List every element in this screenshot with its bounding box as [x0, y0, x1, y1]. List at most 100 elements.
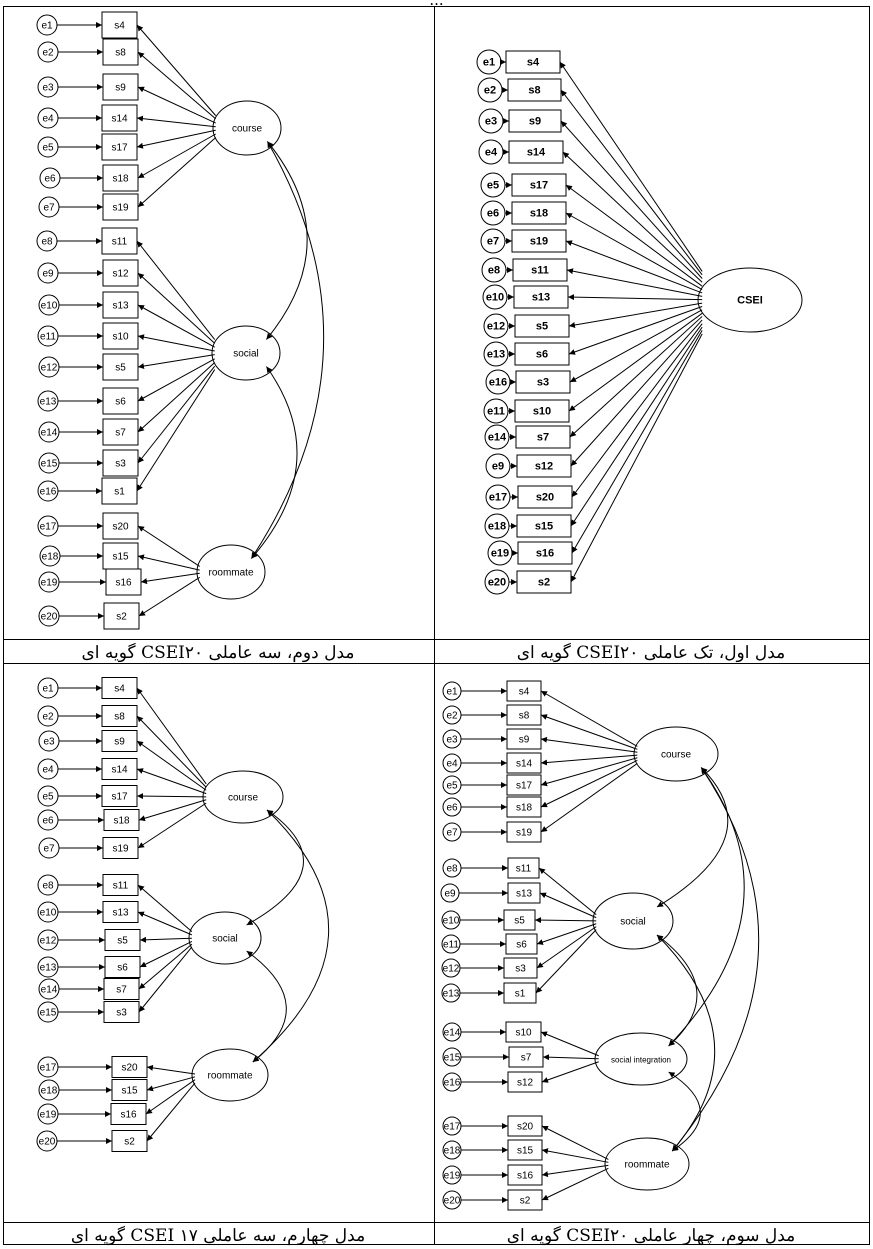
- indicator-label: s17: [111, 143, 128, 154]
- indicator-label: s17: [111, 792, 128, 803]
- indicator-label: s18: [113, 816, 130, 827]
- loading-arrow: [572, 324, 702, 497]
- error-label: e20: [488, 577, 506, 589]
- loading-arrow: [139, 947, 192, 1012]
- error-label: e2: [42, 712, 54, 723]
- indicator-label: s15: [121, 1086, 138, 1097]
- loading-arrow: [138, 885, 192, 932]
- error-label: e10: [40, 908, 57, 919]
- indicator-label: s3: [116, 1008, 127, 1019]
- sem-panel-4: coursesocialsocial integrationroommatee1…: [441, 681, 759, 1210]
- loading-arrow: [563, 152, 702, 282]
- covariance-curve: [672, 768, 758, 1152]
- error-label: e8: [446, 864, 458, 875]
- indicator-label: s1: [114, 487, 125, 498]
- indicator-label: s10: [533, 406, 551, 418]
- error-label: e13: [40, 397, 57, 408]
- indicator-label: s7: [115, 428, 126, 439]
- loading-arrow: [571, 320, 702, 466]
- indicator-label: s9: [519, 735, 530, 746]
- caption-panel-4: مدل سوم، چهار عاملی CSEI۲۰ گویه ای: [507, 1225, 796, 1246]
- loading-arrow: [137, 688, 206, 784]
- factor-label: CSEI: [737, 295, 763, 307]
- loading-arrow: [137, 716, 206, 787]
- indicator-label: s9: [529, 116, 541, 128]
- sem-panel-1: coursesocialroommatee1s4e2s8e3s9e4s14e5s…: [37, 12, 324, 629]
- error-label: e13: [40, 963, 57, 974]
- indicator-label: s2: [124, 1137, 135, 1148]
- indicator-label: s13: [516, 889, 533, 900]
- indicator-label: s19: [112, 844, 129, 855]
- indicator-s5: e12s5: [39, 354, 215, 380]
- error-label: e20: [39, 1137, 56, 1148]
- indicator-label: s1: [515, 989, 526, 1000]
- indicator-label: s6: [115, 397, 126, 408]
- indicator-label: s14: [527, 147, 546, 159]
- error-label: e3: [485, 116, 497, 128]
- indicator-label: s4: [114, 21, 125, 32]
- indicator-s17: e5 s17: [38, 786, 206, 807]
- covariance-curve: [657, 768, 728, 908]
- error-label: e16: [444, 1078, 461, 1089]
- loading-arrow: [570, 316, 702, 437]
- error-label: e17: [444, 1122, 461, 1133]
- indicator-label: s4: [519, 687, 530, 698]
- indicator-label: s3: [537, 377, 549, 389]
- loading-arrow: [541, 760, 637, 807]
- loading-arrow: [541, 715, 637, 749]
- loading-arrow: [138, 526, 200, 566]
- loading-arrow: [138, 305, 215, 347]
- indicator-label: s9: [115, 83, 126, 94]
- loading-arrow: [138, 273, 215, 343]
- loading-arrow: [137, 370, 215, 491]
- error-label: e5: [42, 143, 54, 154]
- indicator-label: s15: [535, 521, 553, 533]
- indicator-label: s12: [535, 461, 553, 473]
- loading-arrow: [540, 893, 596, 918]
- indicator-label: s2: [520, 1196, 531, 1207]
- error-label: e3: [43, 737, 55, 748]
- error-label: e6: [44, 174, 56, 185]
- loading-arrow: [569, 313, 702, 411]
- indicator-label: s16: [536, 548, 554, 560]
- factor-roommate: roommate: [192, 1049, 268, 1101]
- error-label: e7: [487, 236, 499, 248]
- loading-arrow: [137, 130, 216, 147]
- error-label: e4: [485, 147, 498, 159]
- error-label: e11: [487, 406, 505, 418]
- loading-arrow: [138, 556, 200, 570]
- error-label: e19: [491, 548, 509, 560]
- loading-arrow: [569, 306, 702, 354]
- indicator-label: s7: [521, 1053, 532, 1064]
- loading-arrow: [543, 1057, 599, 1059]
- error-label: e13: [443, 989, 460, 1000]
- loading-arrow: [541, 1032, 599, 1056]
- error-label: e5: [42, 792, 54, 803]
- loading-arrow: [138, 134, 216, 178]
- factor-label: social integration: [611, 1056, 671, 1065]
- indicator-label: s20: [121, 1063, 138, 1074]
- error-label: e11: [443, 940, 459, 951]
- loading-arrow: [146, 1080, 195, 1114]
- loading-arrow: [541, 739, 637, 752]
- loading-arrow: [137, 241, 215, 340]
- indicator-label: s16: [115, 578, 132, 589]
- factor-csei: CSEI: [698, 268, 802, 332]
- indicator-label: s8: [114, 712, 125, 723]
- loading-arrow: [541, 763, 637, 832]
- error-label: e14: [488, 432, 507, 444]
- loading-arrow: [560, 62, 702, 271]
- indicator-label: s2: [538, 577, 550, 589]
- loading-arrow: [138, 87, 216, 123]
- error-label: e6: [42, 816, 54, 827]
- loading-arrow: [542, 1150, 608, 1162]
- error-label: e7: [43, 203, 55, 214]
- covariance-curve: [669, 1072, 701, 1151]
- factor-label: roommate: [624, 1160, 669, 1171]
- error-label: e17: [489, 492, 507, 504]
- indicator-label: s8: [115, 48, 126, 59]
- loading-arrow: [140, 938, 192, 940]
